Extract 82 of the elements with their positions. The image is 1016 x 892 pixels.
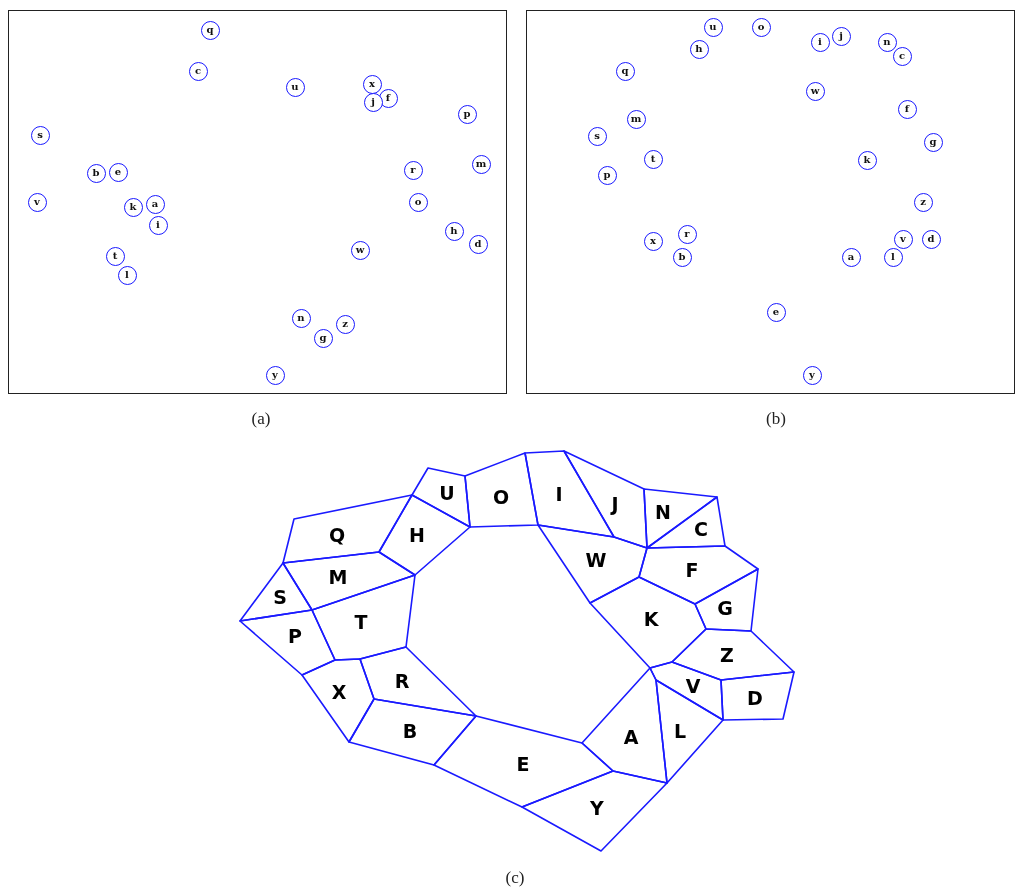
region-letter: I <box>555 484 563 504</box>
letter-circle: r <box>677 224 697 244</box>
region-letter: D <box>747 688 763 708</box>
letter-circle: n <box>877 32 897 52</box>
letter-circle: j <box>831 26 851 46</box>
region-letter: K <box>643 609 659 629</box>
letter-circle: v <box>893 229 913 249</box>
letter-circle: x <box>362 74 382 94</box>
letter-circle: a <box>841 247 861 267</box>
region-letter: E <box>516 754 530 774</box>
letter-circle: h <box>444 221 464 241</box>
letter-circle: l <box>117 265 137 285</box>
letter-circle: a <box>145 194 165 214</box>
letter-circle: j <box>363 92 383 112</box>
panel-caption: (b) <box>766 409 786 429</box>
letter-circle: w <box>350 240 370 260</box>
region-letter: L <box>673 721 687 741</box>
letter-circle: h <box>689 39 709 59</box>
letter-circle: r <box>403 160 423 180</box>
letter-circle: t <box>643 149 663 169</box>
letter-circle: k <box>123 197 143 217</box>
letter-circle: f <box>897 99 917 119</box>
letter-circle: l <box>883 247 903 267</box>
letter-circle: c <box>188 61 208 81</box>
plot-frame <box>526 10 1015 394</box>
letter-circle: e <box>108 162 128 182</box>
region-letter: W <box>585 550 607 570</box>
region-letter: V <box>685 676 701 696</box>
letter-circle: p <box>457 104 477 124</box>
panel-caption: (a) <box>251 409 271 429</box>
letter-circle: g <box>313 328 333 348</box>
region-letter: M <box>328 567 348 587</box>
region-letter: Z <box>720 645 734 665</box>
letter-circle: n <box>291 308 311 328</box>
region-letter: H <box>409 525 425 545</box>
letter-circle: d <box>468 234 488 254</box>
region-letter: T <box>354 612 368 632</box>
region-letter: C <box>694 519 708 539</box>
letter-circle: w <box>805 81 825 101</box>
letter-circle: y <box>802 365 822 385</box>
letter-circle: d <box>921 229 941 249</box>
region-letter: P <box>288 626 302 646</box>
letter-circle: u <box>285 77 305 97</box>
panel-caption: (c) <box>505 868 525 888</box>
letter-circle: g <box>923 132 943 152</box>
letter-circle: x <box>643 231 663 251</box>
letter-circle: y <box>265 365 285 385</box>
letter-circle: v <box>27 192 47 212</box>
region-letter: Q <box>328 525 346 545</box>
letter-circle: s <box>30 125 50 145</box>
region-letter: U <box>439 483 455 503</box>
letter-circle: z <box>335 314 355 334</box>
letter-circle: q <box>615 61 635 81</box>
letter-circle: m <box>471 154 491 174</box>
letter-circle: o <box>408 192 428 212</box>
letter-circle: b <box>86 163 106 183</box>
letter-circle: m <box>626 109 646 129</box>
region-letter: X <box>331 682 347 702</box>
letter-circle: b <box>672 247 692 267</box>
plot-frame <box>8 10 507 394</box>
letter-circle: k <box>857 150 877 170</box>
region-letter: A <box>623 727 639 747</box>
region-letter: R <box>394 671 410 691</box>
region-letter: G <box>717 598 733 618</box>
region-letter: N <box>655 502 671 522</box>
region-letter: F <box>685 560 699 580</box>
letter-circle: o <box>751 17 771 37</box>
region-letter: J <box>611 494 619 514</box>
letter-circle: e <box>766 302 786 322</box>
region-letter: B <box>402 721 418 741</box>
letter-circle: i <box>148 215 168 235</box>
letter-circle: q <box>200 20 220 40</box>
letter-circle: u <box>703 17 723 37</box>
letter-circle: s <box>587 126 607 146</box>
letter-circle: i <box>810 32 830 52</box>
letter-circle: p <box>597 165 617 185</box>
letter-circle: t <box>105 246 125 266</box>
letter-circle: c <box>892 46 912 66</box>
region-letter: Y <box>590 798 604 818</box>
letter-circle: z <box>913 192 933 212</box>
region-letter: O <box>492 487 510 507</box>
region-letter: S <box>273 587 287 607</box>
